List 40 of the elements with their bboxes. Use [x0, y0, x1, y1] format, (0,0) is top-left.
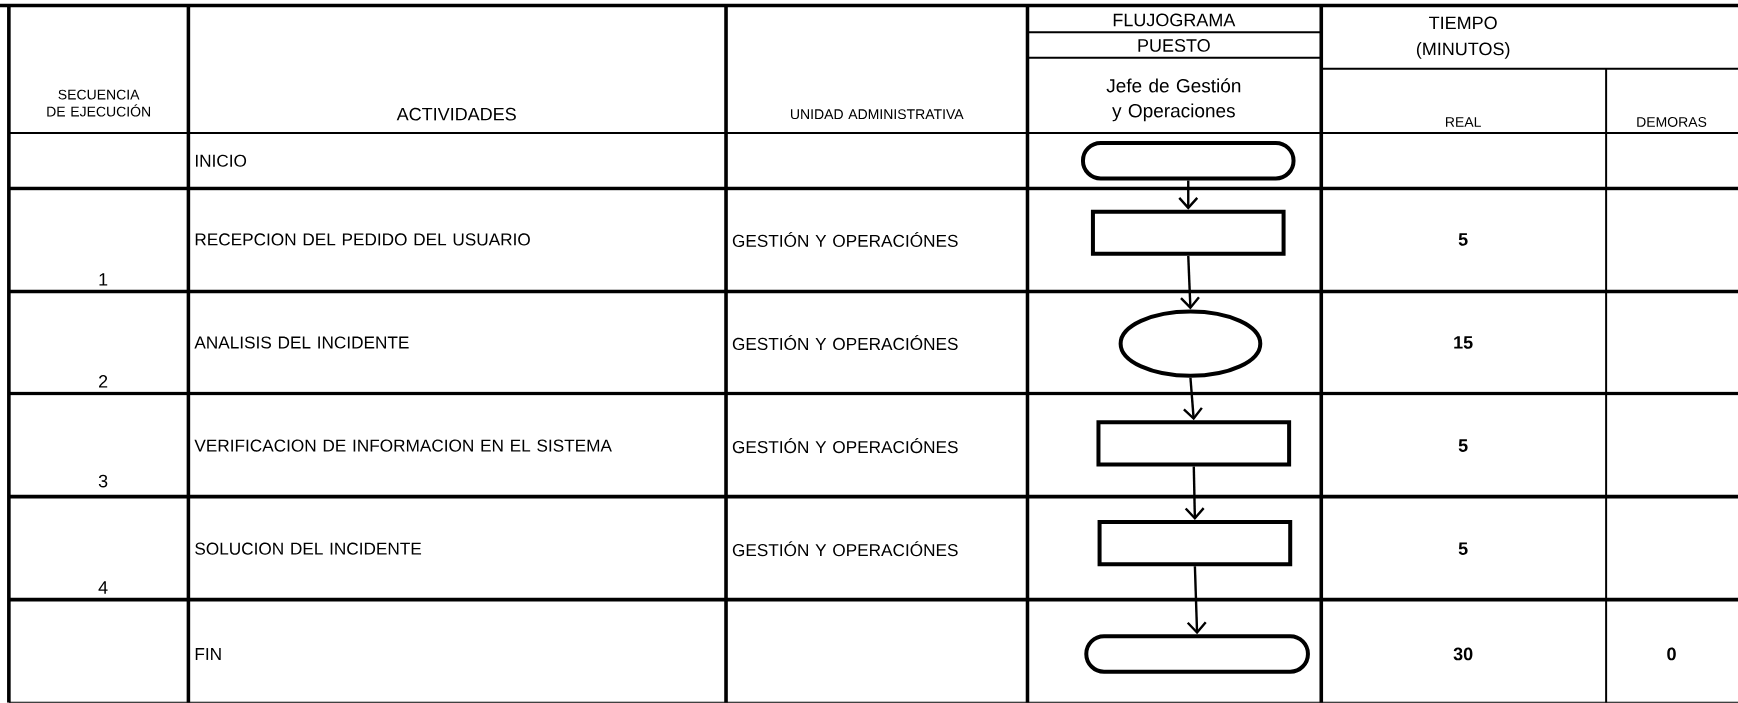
time-value: 5 — [1458, 233, 1468, 246]
unit-text: GESTIÓN Y OPERACIÓNES — [732, 232, 958, 248]
terminal-shape — [1084, 634, 1310, 674]
time-value: 30 — [1453, 647, 1473, 661]
unit-text: GESTIÓN Y OPERACIÓNES — [732, 335, 958, 351]
arrow — [1180, 255, 1200, 310]
ellipse-shape — [1118, 309, 1263, 378]
activity-text: RECEPCION DEL PEDIDO DEL USUARIO — [195, 233, 530, 246]
activity-text: ANALISIS DEL INCIDENTE — [194, 336, 409, 349]
sequence-number: 2 — [99, 375, 108, 388]
header-text: ACTIVIDADES — [396, 107, 516, 121]
arrow — [1178, 180, 1199, 210]
process-box — [1090, 209, 1286, 256]
time-value: 5 — [1458, 439, 1468, 452]
header-text: PUESTO — [1138, 39, 1210, 52]
header-text: REAL — [1446, 117, 1481, 127]
sequence-number: 3 — [98, 474, 108, 488]
header-text: TIEMPO (MINUTOS) — [1416, 16, 1510, 59]
header-text: FLUJOGRAMA — [1113, 13, 1236, 27]
activity-text: INICIO — [195, 154, 247, 167]
sequence-number: 4 — [98, 581, 108, 594]
header-text: UNIDAD ADMINISTRATIVA — [791, 109, 964, 120]
arrow — [1184, 466, 1205, 521]
terminal-shape — [1080, 141, 1296, 181]
header-text: DEMORAS — [1637, 117, 1707, 127]
arrow — [1183, 377, 1203, 421]
header-text: SECUENCIA DE EJECUCIÓN — [47, 89, 150, 117]
time-value: 15 — [1454, 336, 1473, 349]
activity-text: SOLUCION DEL INCIDENTE — [195, 542, 422, 555]
time-value: 0 — [1667, 647, 1676, 661]
process-box — [1097, 520, 1293, 567]
unit-text: GESTIÓN Y OPERACIÓNES — [732, 541, 958, 557]
activity-text: VERIFICACION DE INFORMACION EN EL SISTEMA — [194, 439, 612, 452]
time-value: 5 — [1458, 542, 1468, 556]
sequence-number: 1 — [99, 273, 108, 286]
unit-text: GESTIÓN Y OPERACIÓNES — [732, 438, 958, 454]
arrow — [1186, 566, 1207, 635]
process-box — [1096, 420, 1292, 467]
activity-text: FIN — [195, 648, 221, 661]
header-text: Jefe de Gestión y Operaciones — [1106, 78, 1241, 122]
